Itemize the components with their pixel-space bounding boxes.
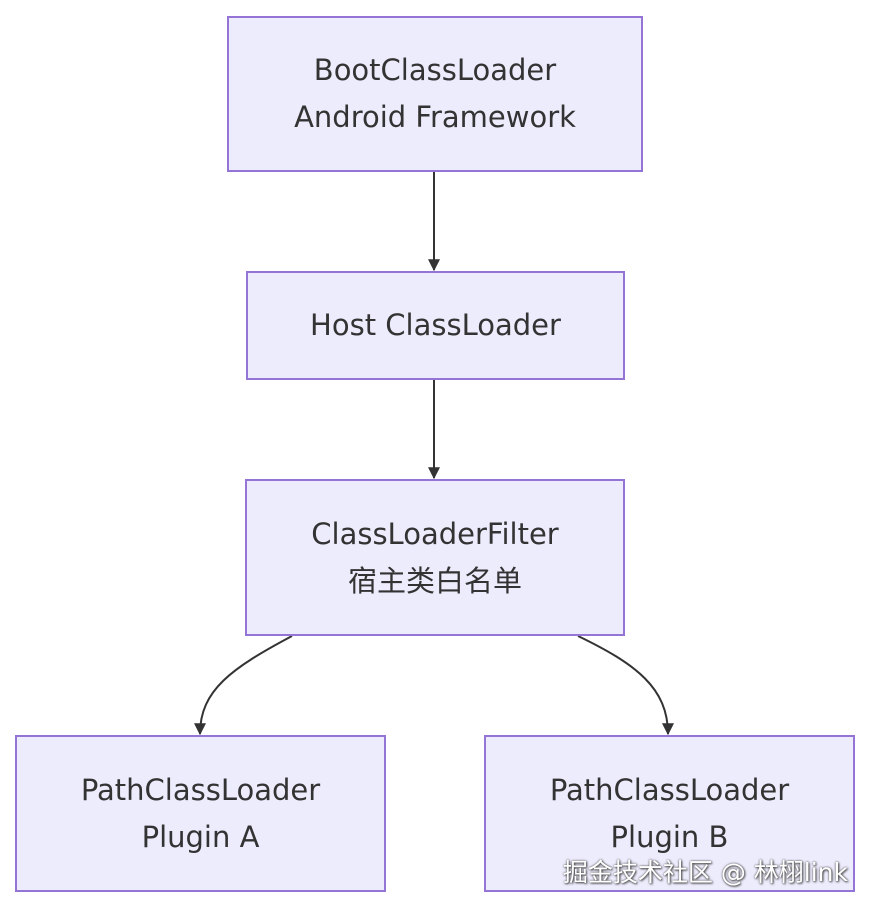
edge-filter-to-plugin-a xyxy=(194,635,293,736)
node-filter-title: ClassLoaderFilter xyxy=(311,516,559,551)
node-plugin-b-title: PathClassLoader xyxy=(549,772,790,807)
node-host-title: Host ClassLoader xyxy=(310,308,561,342)
node-boot-subtitle: Android Framework xyxy=(294,100,576,134)
node-plugin-b-subtitle: Plugin B xyxy=(610,819,729,854)
node-plugin-b: PathClassLoader Plugin B xyxy=(484,735,855,892)
node-plugin-a-title: PathClassLoader xyxy=(80,772,321,807)
node-plugin-a-subtitle: Plugin A xyxy=(141,819,260,854)
node-class-loader-filter: ClassLoaderFilter 宿主类白名单 xyxy=(245,479,625,636)
node-plugin-a: PathClassLoader Plugin A xyxy=(15,735,386,892)
edge-filter-to-plugin-b xyxy=(577,635,674,736)
node-boot-title: BootClassLoader xyxy=(313,53,557,87)
node-boot-class-loader: BootClassLoader Android Framework xyxy=(227,16,643,172)
node-filter-subtitle: 宿主类白名单 xyxy=(347,563,522,598)
watermark: 掘金技术社区 @ 林栩link xyxy=(562,858,848,887)
node-host-class-loader: Host ClassLoader xyxy=(246,271,625,380)
